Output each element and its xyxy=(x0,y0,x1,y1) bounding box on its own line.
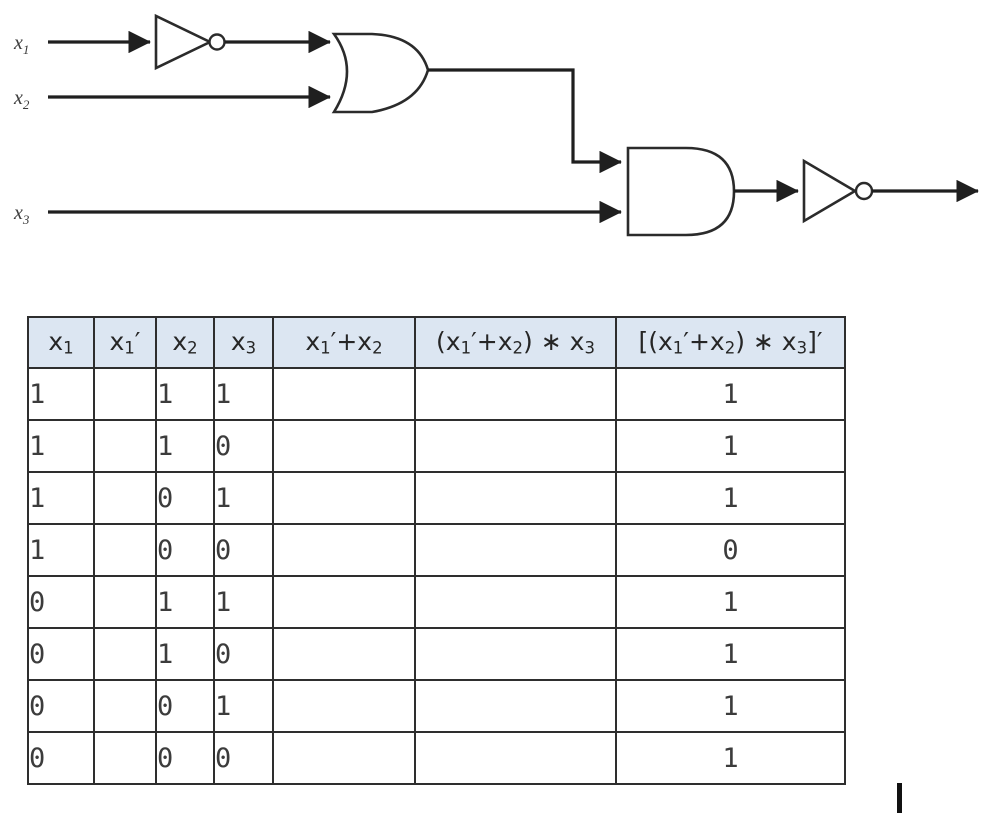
logic-circuit-diagram: x1 x2 x3 xyxy=(0,0,1001,300)
cell-x2: 0 xyxy=(155,679,215,733)
col-header-output: [(x1′+x2) ∗ x3]′ xyxy=(615,316,846,369)
wire-or-to-and xyxy=(428,68,622,174)
col-header-x3: x3 xyxy=(213,316,274,369)
not-gate-output-triangle xyxy=(802,158,858,224)
cell-x1-prime xyxy=(93,471,157,525)
cell-output: 1 xyxy=(615,679,846,733)
table-header-row: x1 x1′ x2 x3 x1′+x2 (x1′+x2) ∗ x3 [(x1′+… xyxy=(27,316,846,369)
cell-x1-prime xyxy=(93,575,157,629)
cell-or xyxy=(272,575,416,629)
cell-x2: 1 xyxy=(155,627,215,681)
cell-or xyxy=(272,523,416,577)
not-gate-output-bubble-icon xyxy=(854,181,874,201)
cell-x2: 1 xyxy=(155,575,215,629)
col-header-or: x1′+x2 xyxy=(272,316,416,369)
cell-x3: 1 xyxy=(213,471,274,525)
col-header-and: (x1′+x2) ∗ x3 xyxy=(414,316,617,369)
cell-x1: 0 xyxy=(27,627,95,681)
input-label-x3: x3 xyxy=(13,202,30,227)
cell-or xyxy=(272,367,416,421)
cell-and xyxy=(414,367,617,421)
cell-or xyxy=(272,627,416,681)
cell-output: 0 xyxy=(615,523,846,577)
cell-x1: 1 xyxy=(27,419,95,473)
cell-x1: 0 xyxy=(27,679,95,733)
cell-x2: 1 xyxy=(155,419,215,473)
cell-x2: 0 xyxy=(155,523,215,577)
cell-x1: 0 xyxy=(27,575,95,629)
and-gate-body xyxy=(626,146,736,237)
cell-and xyxy=(414,575,617,629)
not-gate-x1-triangle xyxy=(154,13,213,71)
cell-x3: 1 xyxy=(213,367,274,421)
cell-x1-prime xyxy=(93,731,157,785)
input-label-x1: x1 xyxy=(13,32,29,57)
cell-or xyxy=(272,419,416,473)
cell-x2: 0 xyxy=(155,731,215,785)
cell-x1: 0 xyxy=(27,731,95,785)
cell-and xyxy=(414,523,617,577)
cell-x1-prime xyxy=(93,627,157,681)
cell-or xyxy=(272,731,416,785)
cell-or xyxy=(272,471,416,525)
cell-or xyxy=(272,679,416,733)
col-header-x1-prime: x1′ xyxy=(93,316,157,369)
cell-x3: 0 xyxy=(213,523,274,577)
cell-x2: 1 xyxy=(155,367,215,421)
cell-and xyxy=(414,679,617,733)
cell-x3: 0 xyxy=(213,731,274,785)
cell-and xyxy=(414,627,617,681)
cell-x1-prime xyxy=(93,367,157,421)
cell-output: 1 xyxy=(615,575,846,629)
cell-x3: 1 xyxy=(213,575,274,629)
col-header-x1: x1 xyxy=(27,316,95,369)
cell-output: 1 xyxy=(615,419,846,473)
cell-x1: 1 xyxy=(27,523,95,577)
cell-x1: 1 xyxy=(27,471,95,525)
cell-and xyxy=(414,731,617,785)
cell-output: 1 xyxy=(615,471,846,525)
cell-x3: 0 xyxy=(213,419,274,473)
or-gate-body xyxy=(331,32,430,114)
circuit-svg: x1 x2 x3 xyxy=(13,13,979,237)
cell-x1-prime xyxy=(93,523,157,577)
cell-output: 1 xyxy=(615,627,846,681)
truth-table: x1 x1′ x2 x3 x1′+x2 (x1′+x2) ∗ x3 [(x1′+… xyxy=(27,316,846,785)
cell-x1-prime xyxy=(93,679,157,733)
cell-and xyxy=(414,419,617,473)
cell-and xyxy=(414,471,617,525)
col-header-x2: x2 xyxy=(155,316,215,369)
not-gate-x1-bubble-icon xyxy=(208,33,226,51)
cell-output: 1 xyxy=(615,367,846,421)
cell-x2: 0 xyxy=(155,471,215,525)
cell-output: 1 xyxy=(615,731,846,785)
truth-table-container: x1 x1′ x2 x3 x1′+x2 (x1′+x2) ∗ x3 [(x1′+… xyxy=(27,316,846,785)
cell-x1-prime xyxy=(93,419,157,473)
cell-x1: 1 xyxy=(27,367,95,421)
text-caret xyxy=(897,783,902,813)
input-label-x2: x2 xyxy=(13,87,30,112)
cell-x3: 1 xyxy=(213,679,274,733)
cell-x3: 0 xyxy=(213,627,274,681)
